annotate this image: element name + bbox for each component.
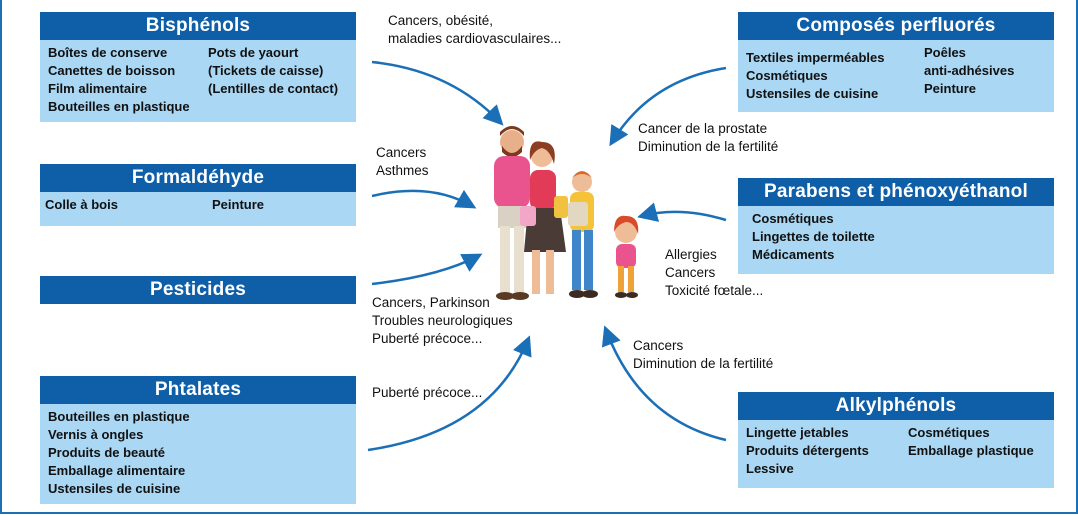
effect-line: Cancers [665, 265, 716, 280]
box-perfluores: Composés perfluorés Textiles imperméable… [738, 12, 1054, 112]
list-item: Cosmétiques [752, 211, 834, 226]
list-column: Cosmétiques Lingettes de toilette Médica… [752, 210, 875, 270]
effect-line: Puberté précoce... [372, 331, 483, 346]
box-title: Pesticides [40, 276, 356, 304]
list-item: Médicaments [752, 247, 835, 262]
effects-alkylphenols: Cancers Diminution de la fertilité [633, 337, 773, 373]
list-item: (Tickets de caisse) [208, 63, 324, 78]
effects-perfluores: Cancer de la prostate Diminution de la f… [638, 120, 778, 156]
girl-figure [614, 215, 639, 298]
list-item: Poêles [924, 45, 966, 60]
effect-line: Diminution de la fertilité [638, 139, 779, 154]
list-column: Colle à bois [45, 196, 212, 222]
list-item: Lessive [746, 461, 794, 476]
effect-line: Allergies [665, 247, 717, 262]
arrow-bisphenols [371, 60, 504, 126]
arrow-pesticides [371, 253, 483, 286]
box-pesticides: Pesticides [40, 276, 356, 304]
effects-pesticides: Cancers, Parkinson Troubles neurologique… [372, 294, 513, 348]
box-body: Cosmétiques Lingettes de toilette Médica… [738, 206, 1054, 274]
effect-line: Asthmes [376, 163, 429, 178]
list-item: Film alimentaire [48, 81, 147, 96]
arrow-formaldehyde [371, 189, 477, 209]
list-column: Boîtes de conserve Canettes de boisson F… [48, 44, 208, 118]
box-title: Alkylphénols [738, 392, 1054, 420]
box-title: Bisphénols [40, 12, 356, 40]
arrow-parabens [637, 202, 727, 222]
list-item: Lingette jetables [746, 425, 849, 440]
list-column: Lingette jetables Produits détergents Le… [746, 424, 908, 484]
list-item: Ustensiles de cuisine [746, 86, 879, 101]
list-item: Ustensiles de cuisine [48, 481, 181, 496]
list-item: Produits détergents [746, 443, 869, 458]
box-body: Bouteilles en plastique Vernis à ongles … [40, 404, 356, 504]
list-item: Bouteilles en plastique [48, 99, 190, 114]
effect-line: Cancers, obésité, [388, 13, 494, 28]
effect-line: Toxicité fœtale... [665, 283, 764, 298]
list-item: Bouteilles en plastique [48, 409, 190, 424]
list-column: Peinture [212, 196, 264, 222]
effect-line: Puberté précoce... [372, 385, 483, 400]
list-column: Cosmétiques Emballage plastique [908, 424, 1034, 484]
box-phtalates: Phtalates Bouteilles en plastique Vernis… [40, 376, 356, 504]
effect-line: Cancers, Parkinson [372, 295, 490, 310]
box-parabens: Parabens et phénoxyéthanol Cosmétiques L… [738, 178, 1054, 274]
list-item: Canettes de boisson [48, 63, 176, 78]
effect-line: Cancers [633, 338, 684, 353]
box-alkylphenols: Alkylphénols Lingette jetables Produits … [738, 392, 1054, 488]
list-item: Produits de beauté [48, 445, 166, 460]
effects-parabens: Allergies Cancers Toxicité fœtale... [665, 246, 763, 300]
list-item: Peinture [212, 197, 265, 212]
list-item: Peinture [924, 81, 977, 96]
list-column: Textiles imperméables Cosmétiques Ustens… [746, 44, 924, 108]
box-body: Colle à bois Peinture [40, 192, 356, 226]
list-item: anti-adhésives [924, 63, 1015, 78]
effect-line: Cancers [376, 145, 427, 160]
boy-figure [568, 171, 598, 298]
list-item: Emballage plastique [908, 443, 1034, 458]
arrow-perfluores [609, 66, 727, 147]
list-item: Cosmétiques [908, 425, 990, 440]
list-item: (Lentilles de contact) [208, 81, 339, 96]
mother-figure [520, 141, 568, 294]
list-column: Pots de yaourt (Tickets de caisse) (Lent… [208, 44, 338, 118]
arrow-alkylphenols [601, 325, 727, 442]
box-body: Lingette jetables Produits détergents Le… [738, 420, 1054, 488]
list-item: Lingettes de toilette [752, 229, 875, 244]
list-item: Cosmétiques [746, 68, 828, 83]
list-item: Boîtes de conserve [48, 45, 168, 60]
arrow-phtalates [367, 335, 532, 452]
family-illustration [494, 126, 639, 300]
effect-line: Diminution de la fertilité [633, 356, 774, 371]
list-column: Bouteilles en plastique Vernis à ongles … [48, 408, 190, 500]
list-item: Textiles imperméables [746, 50, 885, 65]
list-item: Colle à bois [45, 197, 118, 212]
effect-line: Troubles neurologiques [372, 313, 513, 328]
list-item: Vernis à ongles [48, 427, 144, 442]
box-body: Boîtes de conserve Canettes de boisson F… [40, 40, 356, 122]
list-item: Emballage alimentaire [48, 463, 186, 478]
box-formaldehyde: Formaldéhyde Colle à bois Peinture [40, 164, 356, 226]
box-title: Formaldéhyde [40, 164, 356, 192]
effect-line: maladies cardiovasculaires... [388, 31, 562, 46]
box-title: Composés perfluorés [738, 12, 1054, 40]
box-title: Phtalates [40, 376, 356, 404]
list-column: Poêles anti-adhésives Peinture [924, 44, 1014, 108]
list-item: Pots de yaourt [208, 45, 299, 60]
effects-phtalates: Puberté précoce... [372, 384, 482, 402]
box-body: Textiles imperméables Cosmétiques Ustens… [738, 40, 1054, 112]
box-bisphenols: Bisphénols Boîtes de conserve Canettes d… [40, 12, 356, 122]
father-figure [494, 126, 530, 300]
effects-formaldehyde: Cancers Asthmes [376, 144, 429, 180]
box-title: Parabens et phénoxyéthanol [738, 178, 1054, 206]
effects-bisphenols: Cancers, obésité, maladies cardiovascula… [388, 12, 561, 48]
effect-line: Cancer de la prostate [638, 121, 768, 136]
